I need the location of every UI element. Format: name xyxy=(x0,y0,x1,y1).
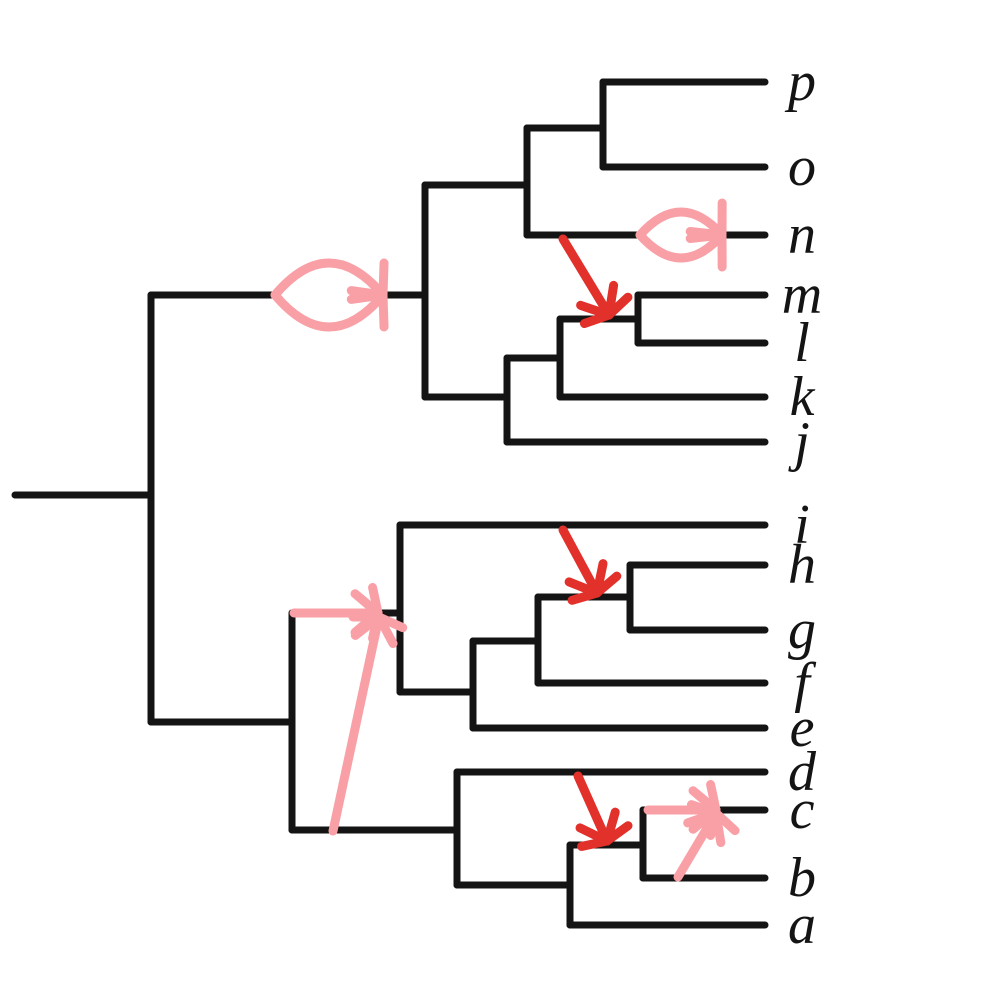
tip-label-b: b xyxy=(788,847,816,909)
loop-arrow-topclade-stem xyxy=(270,290,388,332)
tip-label-e: e xyxy=(790,697,815,759)
tip-label-i: i xyxy=(794,494,810,556)
tip-label-p: p xyxy=(784,51,816,113)
tip-label-m: m xyxy=(782,264,822,326)
loop-arrow-topclade-stem-barb xyxy=(378,258,389,300)
red-arrow-branch-d-to-cb-ancestor xyxy=(573,771,612,846)
pink-arrow-dcba-stem-to-ihgfe-stem xyxy=(328,612,384,836)
red-arrow-branch-i-to-hg-ancestor-barb xyxy=(567,588,602,605)
loop-arrow-topclade-stem xyxy=(270,258,388,300)
tip-label-g: g xyxy=(788,599,816,661)
red-arrow-branch-i-to-hg-ancestor xyxy=(558,525,602,598)
red-arrow-branch-n-to-ml-ancestor-barb xyxy=(579,310,614,329)
red-arrow-branch-n-to-ml-ancestor xyxy=(558,234,614,320)
tip-label-n: n xyxy=(788,204,816,266)
tip-label-o: o xyxy=(788,136,816,198)
tip-label-k: k xyxy=(790,366,816,428)
tip-label-h: h xyxy=(788,534,816,596)
red-arrow-branch-d-to-cb-ancestor-barb xyxy=(577,836,612,851)
tip-label-d: d xyxy=(788,741,817,803)
tip-label-c: c xyxy=(790,779,815,841)
pink-arrow-dcba-stem-to-ihgfe-stem-barb xyxy=(374,612,408,633)
loop-arrow-branch-n xyxy=(635,230,727,263)
loop-arrow-topclade-stem-barb xyxy=(378,290,389,332)
tip-label-a: a xyxy=(788,894,816,956)
pink-arrow-tip-b-to-tip-c-barb xyxy=(711,808,740,836)
loop-arrow-topclade-stem-barb xyxy=(346,290,388,304)
pink-arrow-tip-b-to-tip-c xyxy=(673,808,721,882)
tip-label-j: j xyxy=(788,411,810,473)
tip-label-l: l xyxy=(794,312,810,374)
loop-arrow-branch-n-barb xyxy=(685,230,727,244)
loop-arrow-branch-n xyxy=(635,207,727,240)
